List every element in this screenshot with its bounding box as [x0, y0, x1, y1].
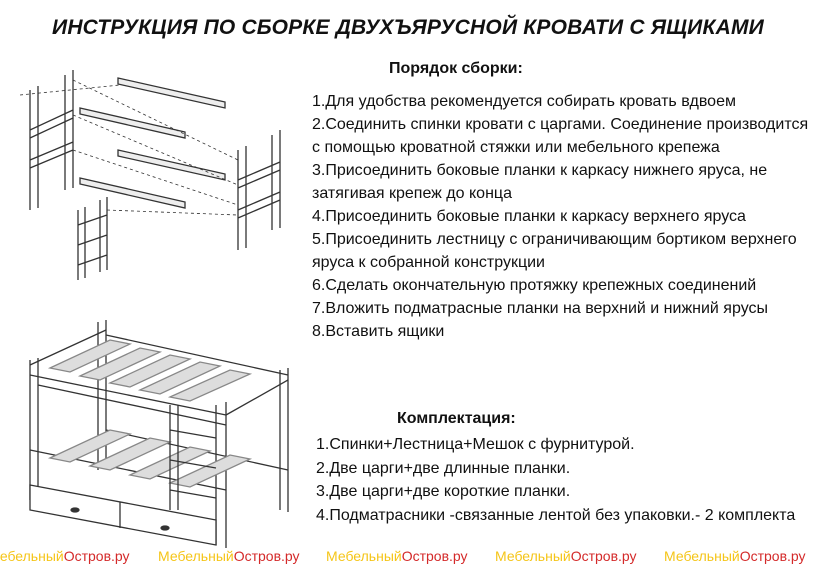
kit-heading: Комплектация:	[397, 410, 516, 427]
step-item: 6.Сделать окончательную протяжку крепежн…	[312, 277, 757, 294]
watermark: МебельныйОстров.ру	[326, 548, 468, 564]
step-item: 2.Соединить спинки кровати с царгами. Со…	[312, 116, 813, 156]
kit-item: 4.Подматрасники -связанные лентой без уп…	[316, 506, 796, 524]
kit-item: 2.Две царги+две длинные планки.	[316, 459, 571, 477]
exploded-bed-diagram	[19, 70, 281, 280]
step-item: 3.Присоединить боковые планки к каркасу …	[312, 162, 772, 202]
step-item: 7.Вложить подматрасные планки на верхний…	[312, 300, 769, 317]
watermark: МебельныйОстров.ру	[495, 548, 637, 564]
step-item: 8.Вставить ящики	[312, 323, 445, 340]
assembly-steps: 1.Для удобства рекомендуется собирать кр…	[312, 90, 812, 343]
step-item: 5.Присоединить лестницу с ограничивающим…	[312, 231, 802, 271]
watermark: МебельныйОстров.ру	[0, 548, 130, 564]
assembled-bed-diagram	[29, 320, 289, 548]
step-item: 1.Для удобства рекомендуется собирать кр…	[312, 93, 736, 110]
kit-item: 1.Спинки+Лестница+Мешок с фурнитурой.	[316, 436, 635, 453]
watermark: МебельныйОстров.ру	[664, 548, 806, 564]
kit-list: 1.Спинки+Лестница+Мешок с фурнитурой. 2.…	[316, 433, 816, 527]
watermark: МебельныйОстров.ру	[158, 548, 300, 564]
step-item: 4.Присоединить боковые планки к каркасу …	[312, 208, 746, 225]
kit-item: 3.Две царги+две короткие планки.	[316, 483, 571, 500]
assembly-heading: Порядок сборки:	[389, 60, 523, 77]
page-title: ИНСТРУКЦИЯ ПО СБОРКЕ ДВУХЪЯРУСНОЙ КРОВАТ…	[52, 16, 764, 39]
